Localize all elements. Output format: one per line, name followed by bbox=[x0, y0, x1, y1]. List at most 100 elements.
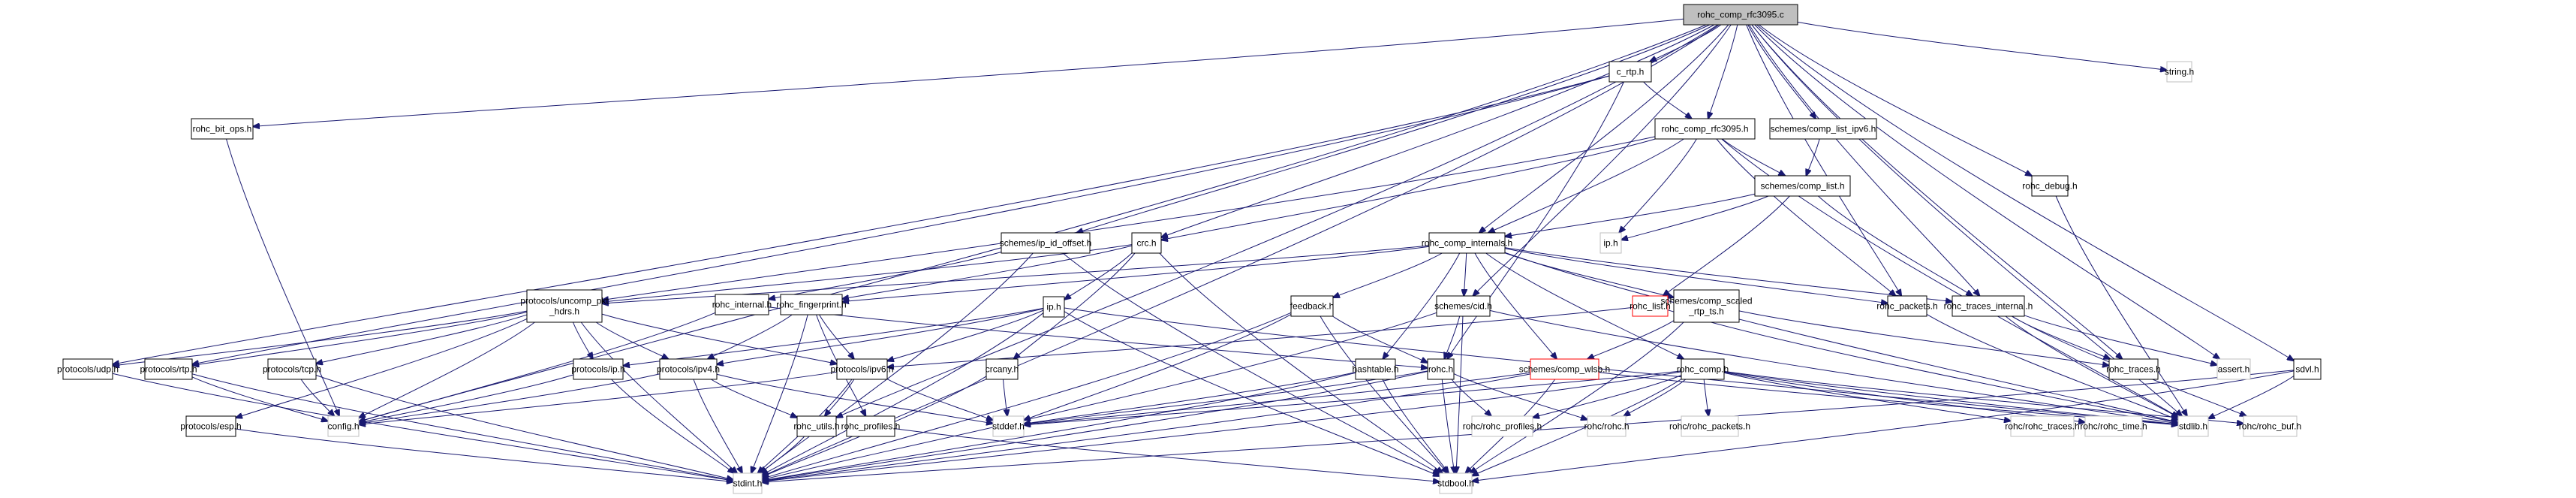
node-label: protocols/udp.h bbox=[57, 364, 119, 375]
node-box bbox=[1654, 118, 1756, 140]
node-box bbox=[846, 415, 895, 437]
node-comp-scaled-rtp-ts[interactable]: schemes/comp_scaled_rtp_ts.h bbox=[1660, 289, 1753, 323]
edge-crcany-to-stddef bbox=[1003, 379, 1007, 416]
node-label: feedback.h bbox=[1290, 301, 1335, 312]
node-comp-list[interactable]: schemes/comp_list.h bbox=[1754, 175, 1851, 197]
edge-root-to-stdlib bbox=[1751, 24, 2182, 416]
edge-comp_scaled_rtp_ts-to-stdbool bbox=[1470, 321, 1684, 473]
node-rohc-fingerprint[interactable]: rohc_fingerprint.h bbox=[776, 294, 847, 315]
edge-hashtable-to-stddef bbox=[1024, 372, 1356, 424]
node-box bbox=[836, 358, 888, 380]
node-label: protocols/uncomp_pkt bbox=[520, 296, 609, 306]
node-label: rohc_packets.h bbox=[1876, 301, 1937, 312]
node-box bbox=[1290, 295, 1334, 317]
edge-rohc_comp-to-stdbool bbox=[1472, 379, 1682, 476]
edge-tcp-to-stdint bbox=[315, 375, 733, 480]
edge-comp_list-to-rohc_list bbox=[1663, 195, 1790, 296]
node-box bbox=[1001, 232, 1091, 254]
node-rr-time: rohc/rohc_time.h bbox=[2080, 415, 2147, 437]
node-ip-top: ip.h bbox=[1599, 232, 1622, 254]
edge-rohc_comp_internals-to-rohc_comp bbox=[1485, 252, 1684, 359]
edge-rohc_comp_rfc3095_h-to-rohc_packets bbox=[1716, 138, 1896, 296]
node-box bbox=[1587, 415, 1627, 437]
edge-sdvl-to-stdint bbox=[762, 370, 2295, 482]
node-label: _rtp_ts.h bbox=[1688, 306, 1724, 317]
node-box bbox=[1681, 358, 1725, 380]
edge-uncomp_pkt_hdrs-to-esp bbox=[236, 318, 528, 418]
node-rohc-comp[interactable]: rohc_comp.h bbox=[1677, 358, 1729, 380]
node-rohc-packets[interactable]: rohc_packets.h bbox=[1876, 295, 1938, 317]
node-label: crc.h bbox=[1136, 238, 1156, 249]
node-rtp[interactable]: protocols/rtp.h bbox=[140, 358, 197, 380]
node-crc[interactable]: crc.h bbox=[1131, 232, 1162, 254]
node-rohc-traces[interactable]: rohc_traces.h bbox=[2106, 358, 2161, 380]
node-crcany[interactable]: crcany.h bbox=[986, 358, 1019, 380]
node-label: hashtable.h bbox=[1352, 364, 1398, 375]
node-rohc-bit-ops[interactable]: rohc_bit_ops.h bbox=[191, 118, 254, 140]
node-box bbox=[185, 415, 236, 437]
node-stdbool: stdbool.h bbox=[1437, 472, 1474, 494]
edge-crc-to-stdbool bbox=[1159, 252, 1443, 473]
node-feedback[interactable]: feedback.h bbox=[1290, 295, 1335, 317]
edge-crc-to-rohc_fingerprint bbox=[842, 245, 1133, 299]
edge-rohc_comp_rfc3095_h-to-crc bbox=[1161, 138, 1656, 240]
node-label: rohc_bit_ops.h bbox=[193, 124, 252, 134]
node-label: stdbool.h bbox=[1437, 478, 1474, 489]
node-box bbox=[1632, 295, 1669, 317]
node-rohc-debug[interactable]: rohc_debug.h bbox=[2022, 175, 2078, 197]
node-c-rtp[interactable]: c_rtp.h bbox=[1608, 61, 1652, 83]
node-label: crcany.h bbox=[986, 364, 1019, 375]
node-rohc-comp-internals[interactable]: rohc_comp_internals.h bbox=[1422, 232, 1512, 254]
node-tcp[interactable]: protocols/tcp.h bbox=[263, 358, 321, 380]
edge-cid-to-stdlib bbox=[1489, 309, 2178, 424]
node-box bbox=[1683, 4, 1798, 26]
node-rohc-internal[interactable]: rohc_internal.h bbox=[712, 294, 772, 315]
node-rohc-h[interactable]: rohc.h bbox=[1427, 358, 1455, 380]
node-label: schemes/comp_list_ipv6.h bbox=[1771, 124, 1876, 134]
node-label: protocols/ipv6.h bbox=[830, 364, 893, 375]
edge-c_rtp-to-rtp bbox=[192, 75, 1610, 364]
node-box bbox=[1439, 472, 1473, 494]
node-box bbox=[986, 358, 1019, 380]
edge-rohc_comp_internals-to-hashtable bbox=[1383, 252, 1461, 359]
edge-root-to-rohc_traces_internal bbox=[1749, 24, 1979, 296]
node-cid[interactable]: schemes/cid.h bbox=[1434, 295, 1492, 317]
node-box bbox=[526, 289, 603, 323]
edge-rohc_comp_internals-to-comp_wlsb bbox=[1474, 252, 1557, 359]
node-rohc-utils[interactable]: rohc_utils.h bbox=[793, 415, 840, 437]
node-proto-ip[interactable]: protocols/ip.h bbox=[571, 358, 625, 380]
node-uncomp-pkt-hdrs[interactable]: protocols/uncomp_pkt_hdrs.h bbox=[520, 289, 609, 323]
node-ipv6[interactable]: protocols/ipv6.h bbox=[830, 358, 894, 380]
node-comp-list-ipv6[interactable]: schemes/comp_list_ipv6.h bbox=[1769, 118, 1877, 140]
node-rohc-comp-rfc3095-h[interactable]: rohc_comp_rfc3095.h bbox=[1654, 118, 1756, 140]
node-ipv4[interactable]: protocols/ipv4.h bbox=[657, 358, 720, 380]
edge-ip_mid-to-ipv4 bbox=[717, 308, 1044, 364]
edge-crc-to-uncomp_pkt_hdrs bbox=[602, 244, 1133, 302]
node-label: protocols/ipv4.h bbox=[657, 364, 720, 375]
edge-rohc_comp_internals-to-rohc_packets bbox=[1504, 248, 1888, 303]
node-esp[interactable]: protocols/esp.h bbox=[180, 415, 242, 437]
node-box bbox=[992, 415, 1025, 437]
edge-feedback-to-stdbool bbox=[1320, 315, 1448, 473]
node-label: config.h bbox=[327, 421, 359, 432]
node-sdvl[interactable]: sdvl.h bbox=[2293, 358, 2322, 380]
edge-rohc_list-to-ipv6 bbox=[887, 306, 1633, 367]
node-comp-wlsb[interactable]: schemes/comp_wlsb.h bbox=[1519, 358, 1610, 380]
node-label: ip.h bbox=[1603, 238, 1618, 249]
edge-root-to-ip_id_offset bbox=[1076, 24, 1711, 233]
node-hashtable[interactable]: hashtable.h bbox=[1352, 358, 1399, 380]
node-rohc-list[interactable]: rohc_list.h bbox=[1630, 295, 1671, 317]
node-label: rohc_traces_internal.h bbox=[1944, 301, 2033, 312]
node-box bbox=[1471, 415, 1533, 437]
edge-rohc_comp_internals-to-rohc_fingerprint bbox=[842, 246, 1430, 301]
node-udp[interactable]: protocols/udp.h bbox=[57, 358, 119, 380]
node-box bbox=[733, 472, 763, 494]
node-ip-mid[interactable]: ip.h bbox=[1043, 296, 1065, 318]
node-box bbox=[1427, 358, 1455, 380]
node-rohc-profiles[interactable]: rohc_profiles.h bbox=[841, 415, 901, 437]
edge-uncomp_pkt_hdrs-to-tcp bbox=[316, 314, 528, 364]
node-rohc-traces-internal[interactable]: rohc_traces_internal.h bbox=[1944, 295, 2033, 317]
node-ip-id-offset[interactable]: schemes/ip_id_offset.h bbox=[1000, 232, 1092, 254]
node-root[interactable]: rohc_comp_rfc3095.c bbox=[1683, 4, 1798, 26]
node-box bbox=[2166, 61, 2192, 83]
